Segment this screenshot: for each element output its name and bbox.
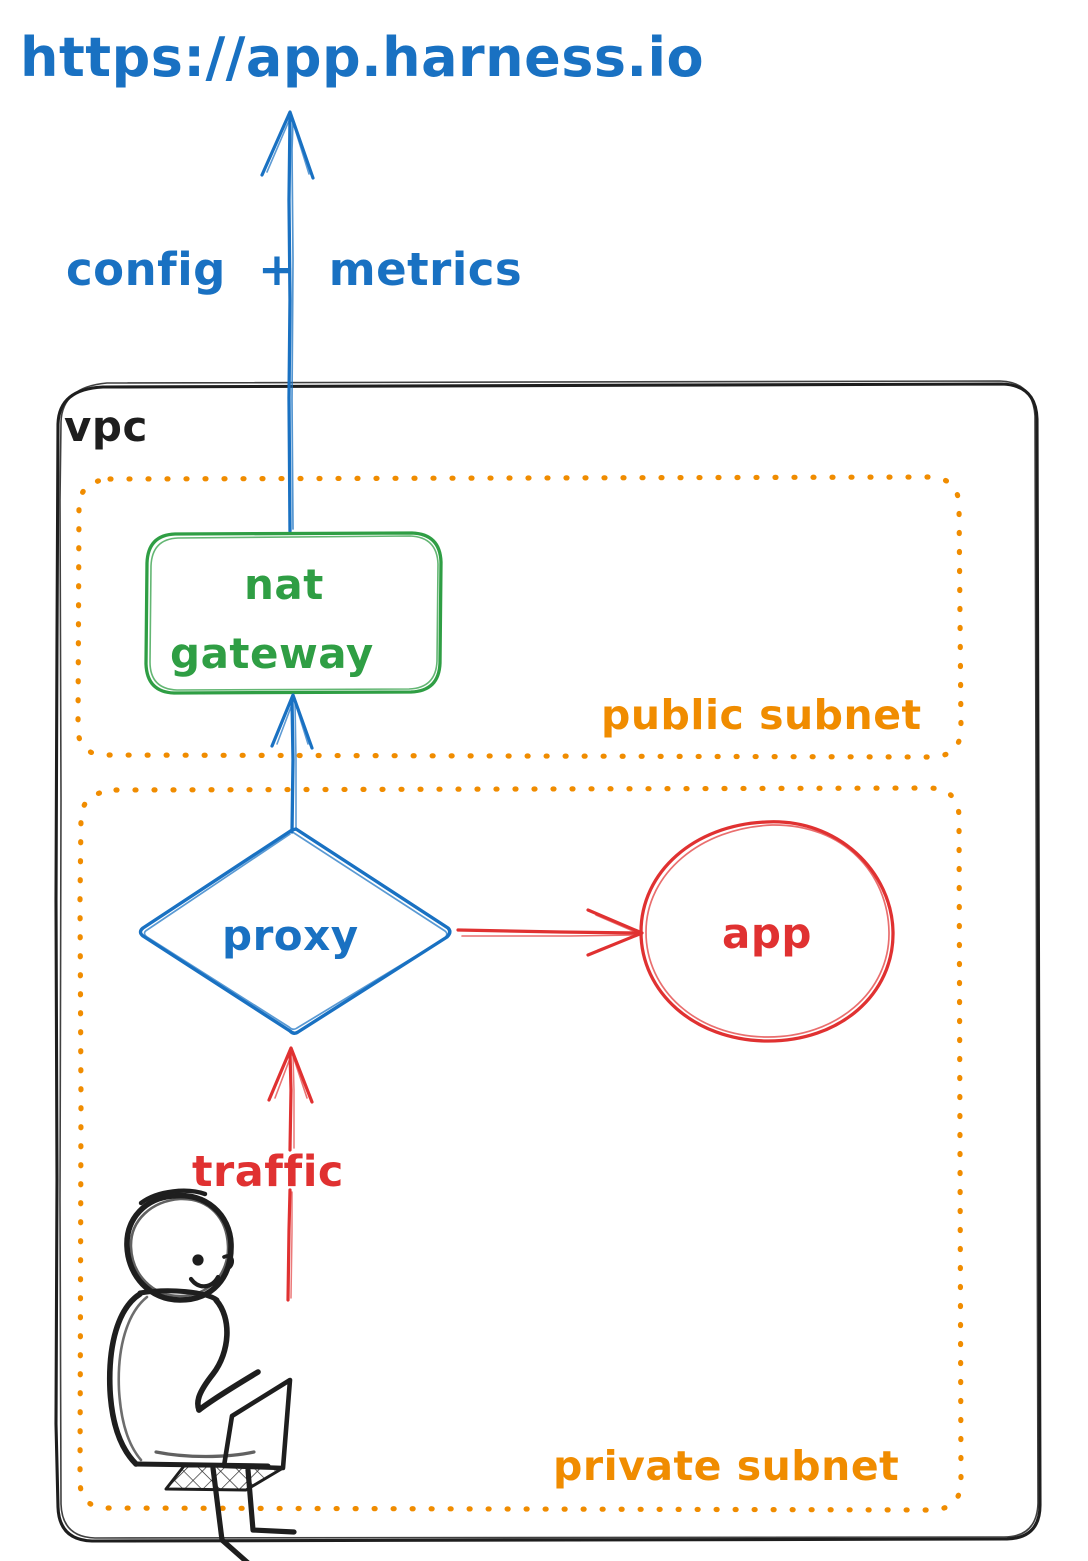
vpc-label: vpc (64, 402, 148, 451)
private-subnet-label: private subnet (553, 1442, 899, 1490)
edge-proxy-to-app (456, 908, 644, 957)
vpc-container (54, 380, 1042, 1543)
node-proxy[interactable] (138, 827, 452, 1035)
nat-gateway-label-line1: nat (244, 560, 324, 609)
edge-natgw-to-internet (260, 110, 315, 533)
edge-proxy-to-natgw (270, 693, 314, 834)
proxy-label: proxy (222, 911, 359, 960)
public-subnet-label: public subnet (601, 691, 922, 739)
user-stick-figure (106, 1188, 297, 1561)
edge-user-to-proxy (267, 1046, 314, 1302)
edge-label-traffic: traffic (192, 1147, 344, 1197)
node-app[interactable] (639, 820, 895, 1043)
node-nat-gateway[interactable] (144, 531, 443, 695)
nat-gateway-label-line2: gateway (170, 629, 374, 678)
internet-url-label: https://app.harness.io (20, 26, 704, 89)
edge-label-config-metrics: config + metrics (66, 243, 522, 296)
app-label: app (722, 909, 812, 958)
private-subnet-container (77, 785, 964, 1513)
